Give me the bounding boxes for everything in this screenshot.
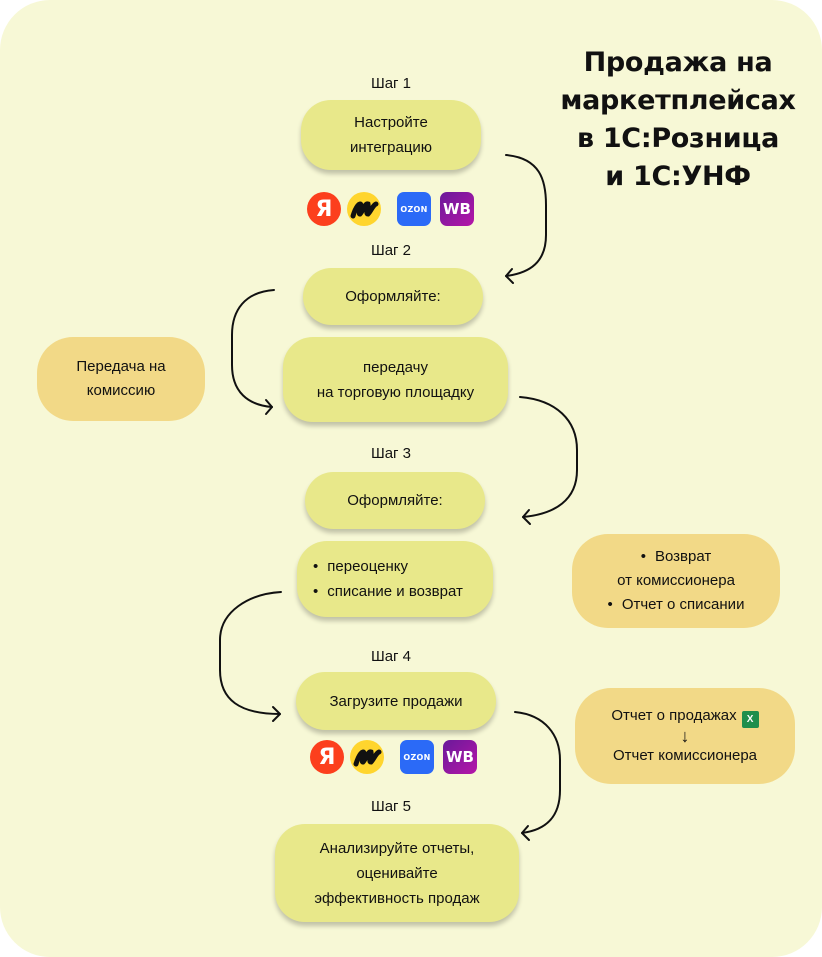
box-text: на торговую площадку — [316, 383, 475, 401]
ozon-logo-icon: OZON — [397, 192, 431, 226]
arrowhead — [522, 509, 531, 525]
arrow-step2-internal — [231, 289, 275, 408]
arrowhead — [505, 268, 514, 284]
step-3-box-1: Оформляйте: — [305, 472, 485, 529]
diagram-title: Продажа на маркетплейсах в 1С:Розница и … — [548, 44, 808, 196]
arrowhead — [521, 825, 530, 841]
title-line: маркетплейсах — [560, 85, 796, 116]
bullet-item: Отчет о списании — [608, 593, 745, 617]
bullet-item: переоценку — [313, 554, 408, 579]
note-text: Отчет комиссионера — [612, 747, 758, 765]
step-2-box-1: Оформляйте: — [303, 268, 483, 325]
arrow-step2-to-step3 — [519, 396, 578, 518]
arrow-step1-to-step2 — [505, 154, 547, 277]
bullet-item: списание и возврат — [313, 579, 463, 604]
note-text: Отчет о продажах — [611, 706, 737, 724]
step-2-label: Шаг 2 — [370, 242, 412, 259]
wildberries-logo-icon: WB — [443, 740, 477, 774]
box-text: Оформляйте: — [345, 288, 441, 305]
returns-note: Возврат от комиссионера Отчет о списании — [572, 534, 780, 628]
marketplace-logos-2: Я OZON WB — [310, 740, 477, 774]
note-text: комиссию — [86, 382, 156, 399]
box-text: эффективность продаж — [314, 889, 480, 907]
yandex-market-logo-icon — [350, 740, 384, 774]
box-text: передачу — [363, 358, 428, 376]
arrow-down-icon: ↓ — [680, 726, 690, 747]
box-text: Анализируйте отчеты, — [319, 839, 475, 857]
ozon-logo-icon: OZON — [400, 740, 434, 774]
yandex-market-logo-icon — [347, 192, 381, 226]
title-line: Продажа на — [583, 47, 773, 78]
arrowhead — [272, 706, 281, 722]
step-2-box-2: передачу на торговую площадку — [283, 337, 508, 422]
bullet-item: Возврат — [641, 545, 711, 569]
step-4-box: Загрузите продажи — [296, 672, 496, 730]
box-text: интеграцию — [349, 139, 433, 156]
step-1-box: Настройте интеграцию — [301, 100, 481, 170]
arrow-step3-to-step4 — [219, 591, 282, 715]
commission-note: Передача на комиссию — [37, 337, 205, 421]
excel-icon: X — [741, 711, 759, 729]
yandex-logo-icon: Я — [307, 192, 341, 226]
title-line: и 1С:УНФ — [605, 161, 751, 192]
step-5-label: Шаг 5 — [370, 798, 412, 815]
yandex-logo-icon: Я — [310, 740, 344, 774]
marketplace-logos-1: Я OZON WB — [307, 192, 474, 226]
arrow-step4-to-step5 — [514, 711, 561, 834]
box-text: Загрузите продажи — [329, 692, 463, 710]
step-5-box: Анализируйте отчеты, оценивайте эффектив… — [275, 824, 519, 922]
step-4-label: Шаг 4 — [370, 648, 412, 665]
note-text: от комиссионера — [617, 572, 735, 589]
arrowhead — [265, 399, 273, 415]
box-text: оценивайте — [356, 864, 438, 882]
box-text: Оформляйте: — [347, 492, 443, 509]
step-1-label: Шаг 1 — [370, 75, 412, 92]
step-3-box-2: переоценку списание и возврат — [297, 541, 493, 617]
wildberries-logo-icon: WB — [440, 192, 474, 226]
step-3-label: Шаг 3 — [370, 445, 412, 462]
box-text: Настройте — [354, 114, 428, 131]
title-line: в 1С:Розница — [576, 123, 780, 154]
note-text: Передача на — [76, 358, 166, 375]
